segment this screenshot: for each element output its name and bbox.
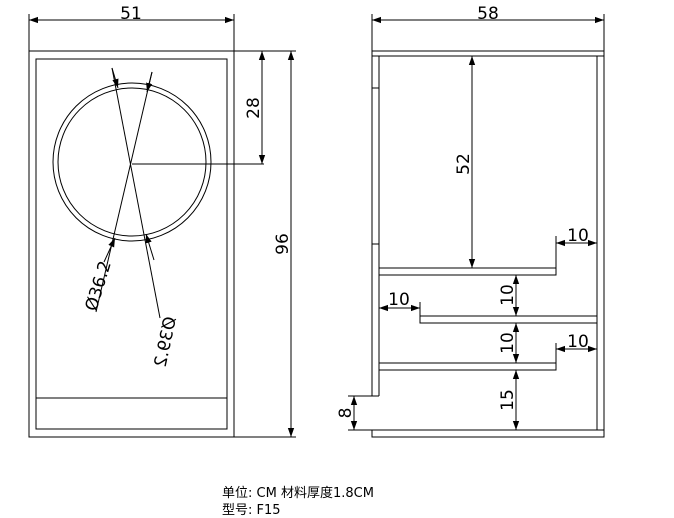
side-view: 58 52 10 10 10 10 10: [336, 4, 605, 438]
bottom-clearance-label: 15: [498, 389, 518, 411]
offset-label: 28: [244, 97, 264, 119]
shelf-top: [378, 267, 557, 276]
speaker-hole-outer-circle: [52, 82, 212, 242]
shelf-gap-left-label: 10: [388, 290, 410, 310]
outer-diameter-label: Ø39.2: [151, 315, 181, 369]
depth-label: 58: [477, 4, 499, 24]
shelf-bottom: [378, 362, 557, 371]
width-label: 51: [120, 4, 142, 24]
model-note: 型号: F15: [222, 503, 281, 518]
shelf-gap-right-bottom-label: 10: [567, 332, 589, 352]
arrow-inner-top: [146, 71, 153, 93]
height-label: 96: [273, 233, 293, 255]
speaker-hole-inner-circle: [57, 87, 207, 237]
arrow-inner-bottom: [103, 237, 116, 263]
base-height-label: 8: [336, 408, 356, 419]
front-view: Ø36.2 Ø39.2 51 28 96: [28, 4, 296, 438]
arrow-outer-top: [111, 67, 119, 89]
top-panel: [371, 50, 605, 57]
arrow-outer-bottom: [145, 233, 155, 261]
shelf-gap-right-top-label: 10: [567, 226, 589, 246]
diameter-leader-inner: [95, 71, 153, 313]
brace-height-label: 52: [454, 153, 474, 175]
inner-diameter-label: Ø36.2: [82, 259, 116, 314]
front-outer-panel: [28, 50, 235, 438]
front-inner-panel: [35, 58, 228, 430]
diameter-leader-outer: [111, 67, 161, 319]
bottom-panel: [371, 429, 605, 438]
shelf-middle: [419, 315, 598, 324]
units-note: 单位: CM 材料厚度1.8CM: [222, 486, 374, 501]
shelf-spacing-lower-label: 10: [498, 332, 518, 354]
shelf-spacing-upper-label: 10: [498, 284, 518, 306]
